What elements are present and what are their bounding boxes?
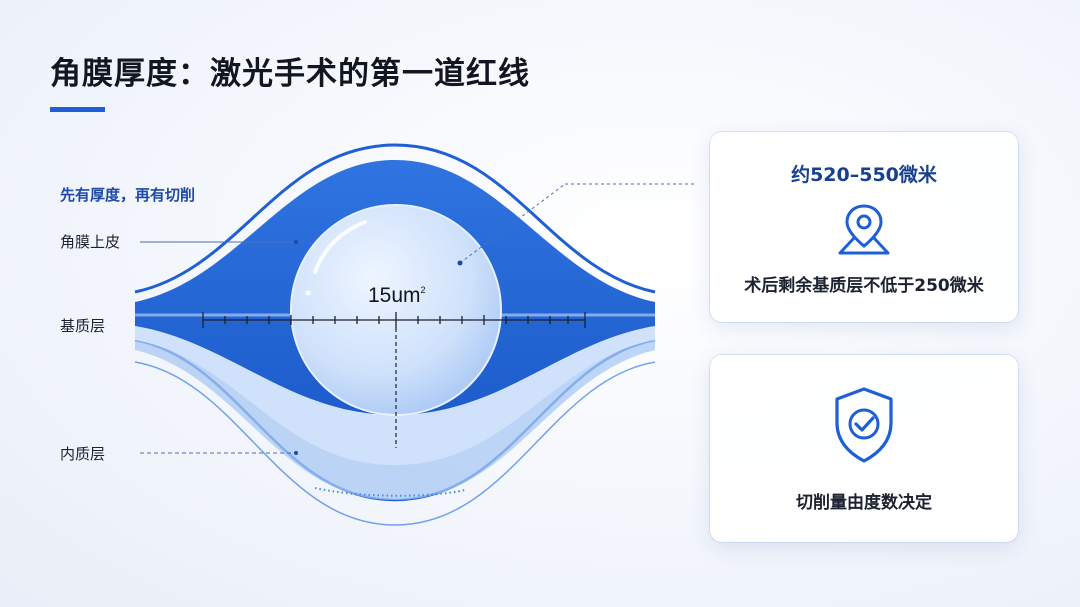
sphere-highlight bbox=[313, 220, 367, 274]
ablation-text: 切削量由度数决定 bbox=[796, 493, 932, 513]
measure-sup: 2 bbox=[421, 285, 426, 295]
location-pin-icon bbox=[834, 200, 894, 262]
measure-value: 15um bbox=[368, 284, 421, 307]
page-title: 角膜厚度：激光手术的第一道红线 bbox=[50, 56, 530, 92]
ablation-card: 切削量由度数决定 bbox=[710, 355, 1018, 542]
diagram-heading: 先有厚度，再有切削 bbox=[60, 186, 196, 204]
thickness-card: 约520–550微米 术后剩余基质层不低于250微米 bbox=[710, 132, 1018, 322]
label-stroma: 基质层 bbox=[60, 317, 106, 335]
stroma-band bbox=[135, 326, 655, 465]
bottom-outline bbox=[134, 361, 656, 526]
measurement-ruler bbox=[202, 312, 586, 328]
endothelium-band bbox=[135, 340, 655, 500]
cornea-illustration: 15um2 bbox=[134, 143, 695, 526]
label-endothelium: 内质层 bbox=[60, 445, 106, 463]
outer-layer-outline bbox=[134, 143, 656, 294]
cornea-sphere bbox=[290, 204, 502, 416]
measurement-label: 15um2 bbox=[368, 284, 426, 307]
remaining-stroma-text: 术后剩余基质层不低于250微米 bbox=[744, 276, 984, 296]
thickness-value: 约520–550微米 bbox=[791, 164, 937, 186]
shield-check-icon bbox=[831, 385, 897, 469]
cornea-diagram: 15um2 先有厚度，再有切削 角膜上皮 基质层 内质层 bbox=[0, 130, 700, 530]
label-epithelium: 角膜上皮 bbox=[60, 233, 121, 251]
title-underline bbox=[50, 107, 105, 112]
